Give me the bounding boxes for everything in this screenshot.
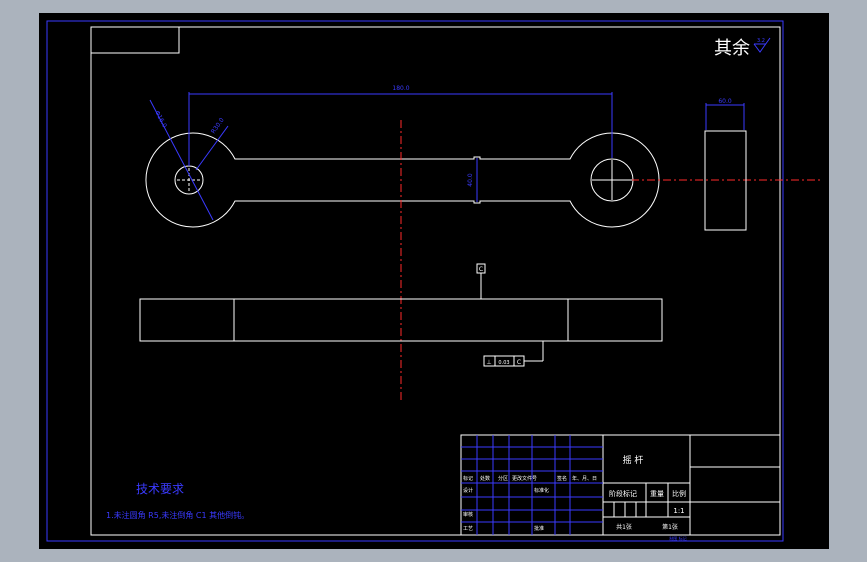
center-distance-text: 180.0 — [392, 85, 409, 92]
surface-finish-icon — [753, 37, 771, 53]
tb-sheet-no: 第1张 — [662, 523, 678, 531]
tb-design: 设计 — [463, 487, 473, 494]
tb-stage-mark: 阶段标记 — [609, 489, 637, 498]
dimension-lines — [149, 92, 745, 221]
hole-dia-text: Φ16.0 — [153, 110, 168, 129]
front-outline — [139, 298, 663, 342]
tb-process: 工艺 — [463, 526, 473, 532]
neck-width-text: 40.0 — [467, 173, 474, 187]
title-block — [460, 434, 781, 536]
tb-hdr-sign: 签名 — [557, 475, 567, 482]
thickness-text: 60.0 — [718, 98, 732, 105]
tb-approve: 批准 — [534, 525, 544, 532]
tolerance-datum: C — [517, 359, 521, 366]
surface-finish-value: 3.2 — [757, 38, 765, 44]
tb-hdr-mark: 标记 — [463, 475, 473, 482]
surface-note-line1: 其余 — [714, 38, 750, 59]
tolerance-symbol: ⊥ — [486, 359, 491, 366]
side-view — [704, 130, 747, 231]
tb-hdr-date: 年、月、日 — [572, 475, 597, 482]
tb-footer: 制图 标记 — [669, 535, 686, 541]
tb-sheet-total: 共1张 — [616, 523, 632, 531]
front-view — [139, 298, 663, 342]
tolerance-value: 0.03 — [498, 360, 509, 366]
tb-review: 审核 — [463, 511, 473, 518]
sheet-border-outer — [46, 20, 784, 542]
tb-hdr-change: 更改文件号 — [512, 475, 537, 482]
drawing-number-box — [90, 26, 180, 54]
hole-dia-leader — [149, 99, 214, 221]
cad-viewport[interactable] — [39, 13, 829, 549]
rocker-outline — [145, 132, 660, 228]
tb-standardization: 标准化 — [534, 487, 549, 494]
datum-label: C — [479, 266, 483, 273]
part-name: 摇 杆 — [623, 454, 644, 466]
tb-scale: 比例 — [672, 489, 686, 498]
sheet-border-inner — [90, 26, 781, 536]
boss-radius-leader — [195, 125, 229, 171]
tb-scale-value: 1:1 — [673, 507, 684, 515]
tb-hdr-zone: 分区 — [498, 475, 508, 482]
tech-notes-title: 技术要求 — [136, 482, 184, 496]
top-view — [145, 132, 660, 228]
title-block-grid — [461, 435, 603, 535]
tb-weight: 重量 — [650, 490, 664, 498]
centerlines — [177, 120, 820, 402]
tb-hdr-count: 处数 — [480, 475, 490, 482]
tech-notes-line1: 1.未注圆角 R5,未注倒角 C1 其他倒钝。 — [106, 510, 249, 520]
datum-callout — [476, 263, 544, 367]
